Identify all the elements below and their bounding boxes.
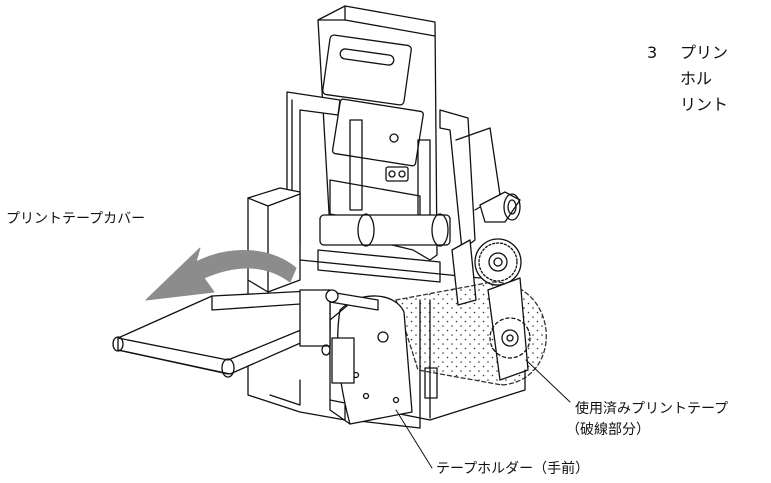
leader-used-tape bbox=[525, 359, 571, 403]
step-text-line-2: ホル bbox=[680, 69, 713, 88]
right-knob bbox=[479, 191, 521, 223]
step-number: 3 bbox=[647, 43, 658, 62]
right-spool bbox=[487, 277, 531, 381]
step-text-line-1: プリン bbox=[680, 43, 729, 62]
label-print-tape-cover: プリントテープカバー bbox=[6, 211, 146, 227]
step-text-line-3: リント bbox=[680, 95, 729, 114]
guide-rod bbox=[325, 289, 379, 311]
label-used-tape-note: （破線部分） bbox=[566, 422, 650, 438]
leader-lines bbox=[395, 359, 571, 469]
print-tape-cover bbox=[112, 289, 331, 378]
leader-tape-holder bbox=[395, 409, 433, 469]
head-panel bbox=[317, 5, 438, 261]
label-tape-holder: テープホルダー（手前） bbox=[436, 461, 590, 477]
open-direction-arrow bbox=[145, 247, 297, 301]
front-tape-holder bbox=[329, 295, 413, 425]
roller-shaft bbox=[299, 213, 481, 283]
label-used-tape: 使用済みプリントテープ bbox=[575, 401, 729, 417]
